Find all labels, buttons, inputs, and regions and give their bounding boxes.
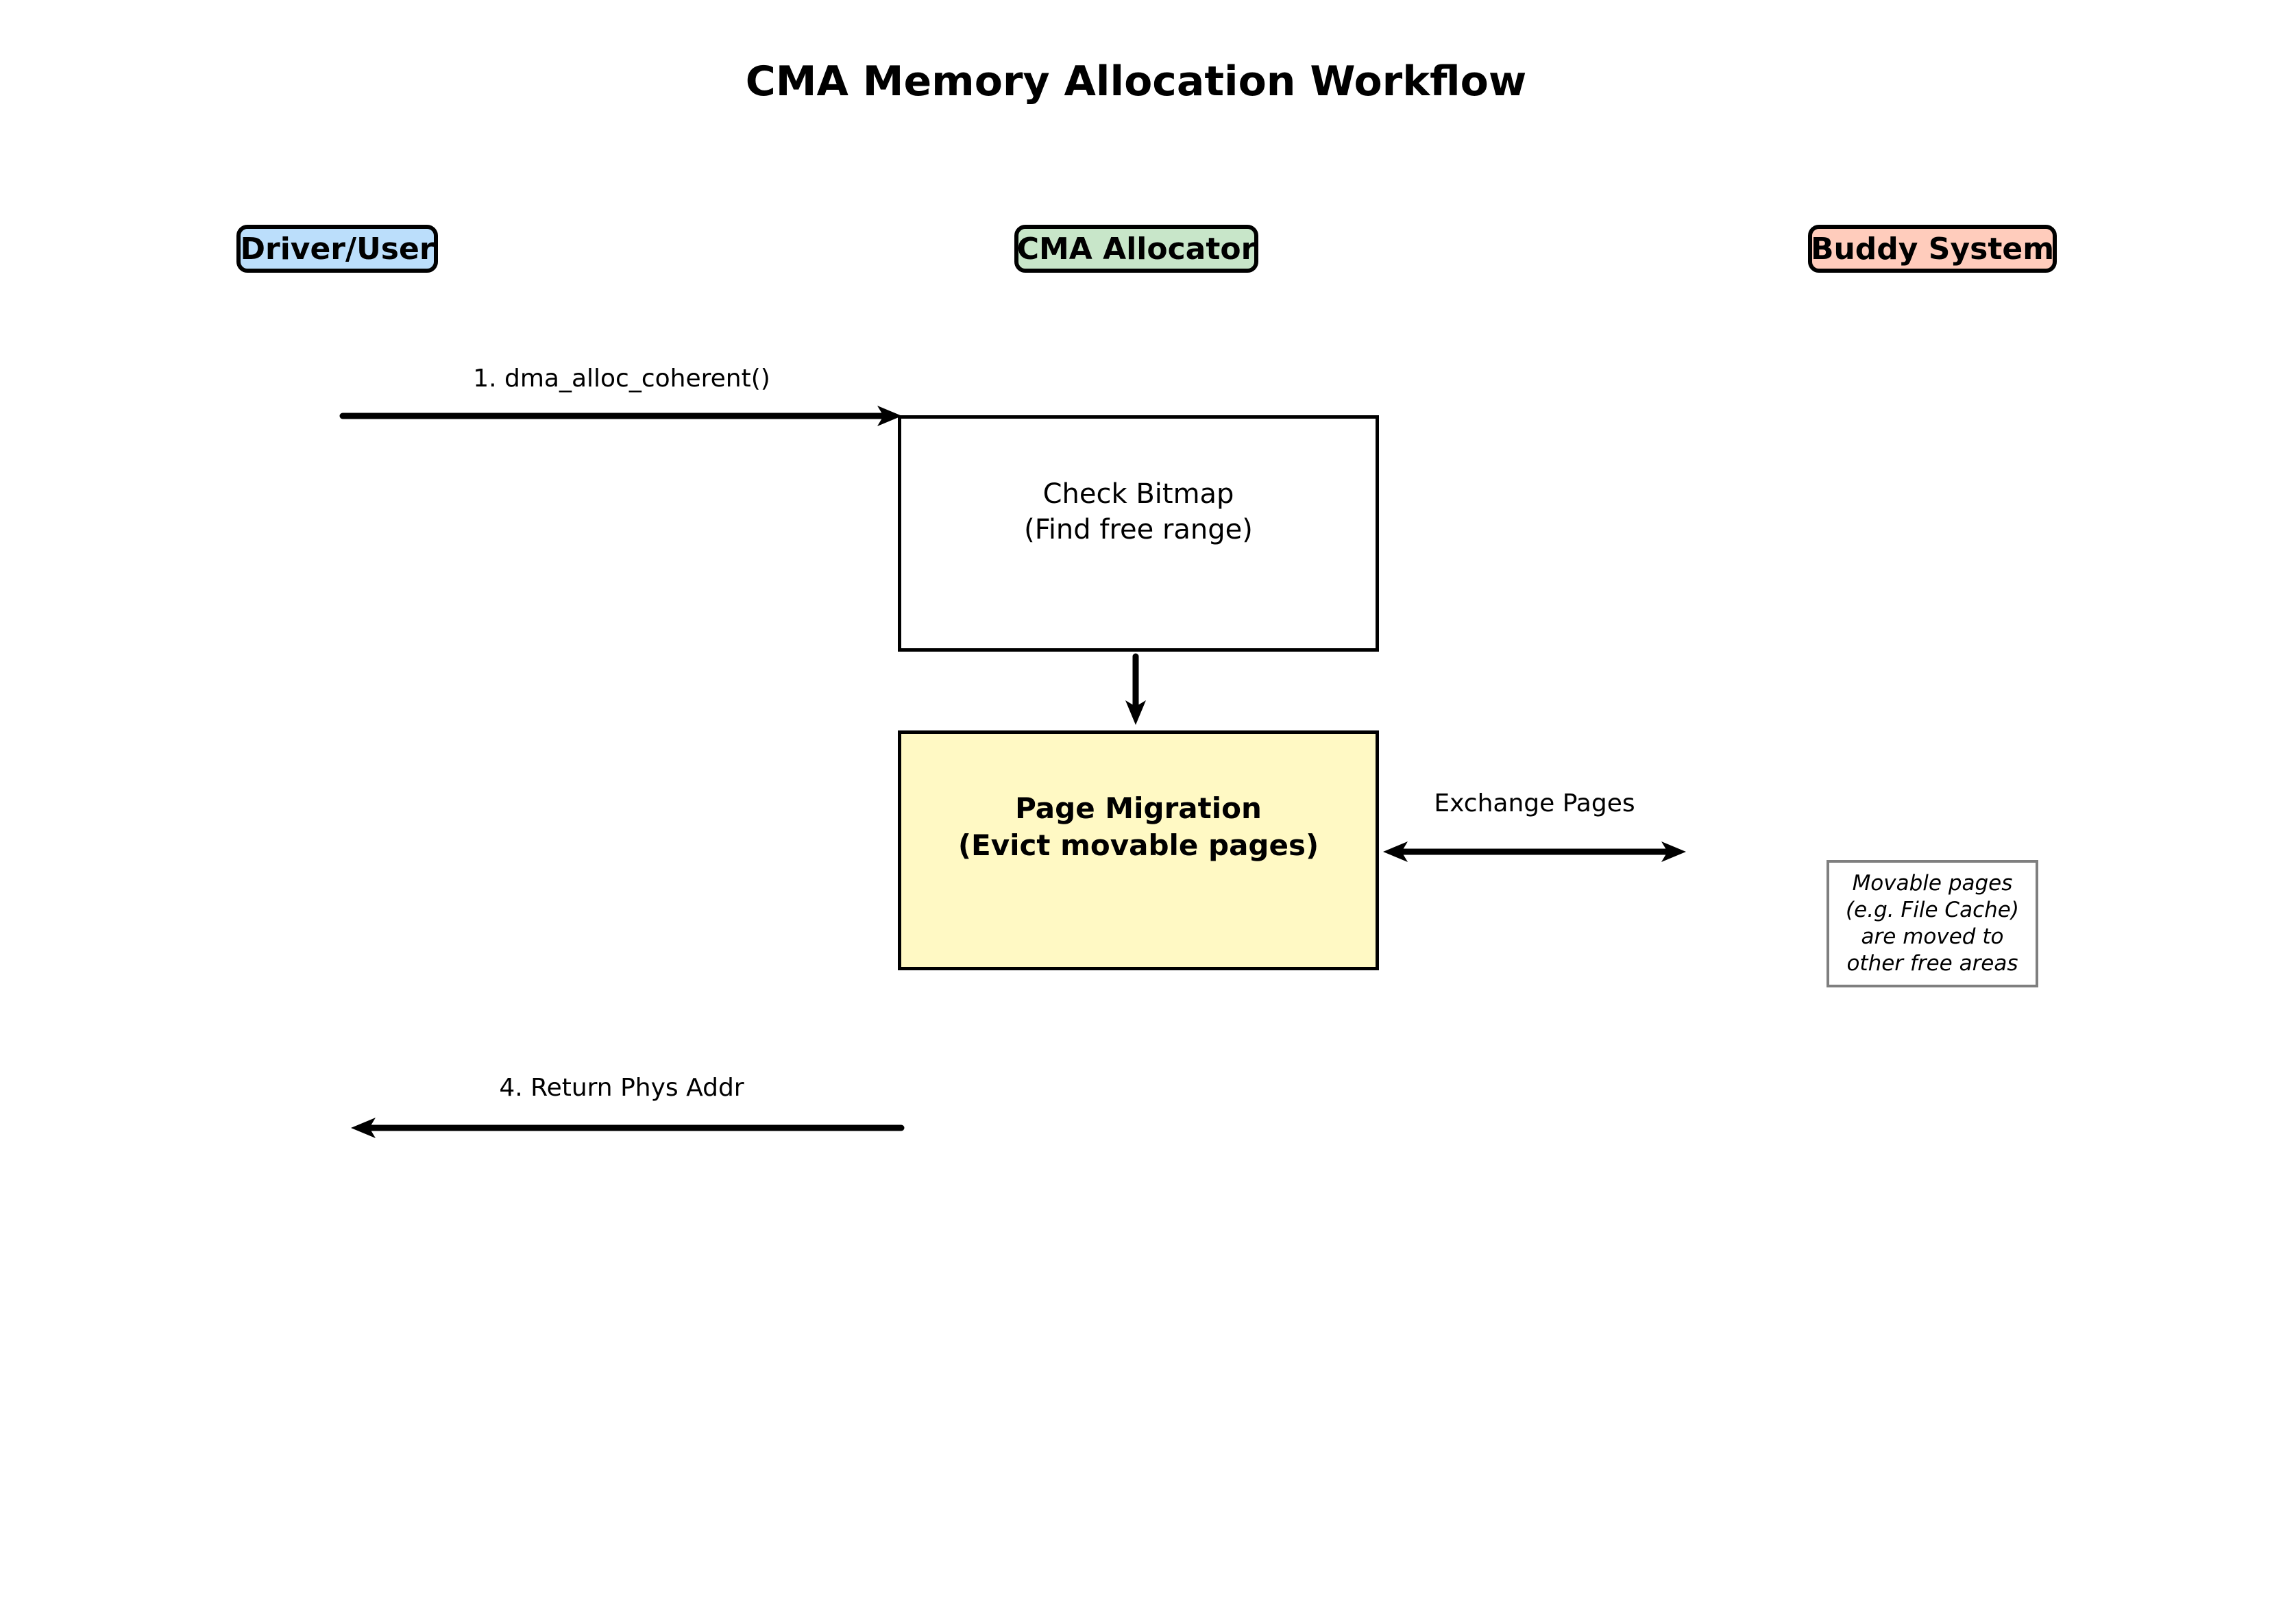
actor-label-cma-allocator: CMA Allocator — [1016, 231, 1256, 267]
buddy-note-line1: Movable pages — [1852, 871, 2013, 896]
buddy-note-line4: other free areas — [1846, 951, 2018, 976]
exchange-arrow-label: Exchange Pages — [1434, 789, 1635, 817]
buddy-note-line2: (e.g. File Cache) — [1846, 898, 2019, 922]
actor-box-cma-allocator: CMA Allocator — [1014, 225, 1258, 273]
check-bitmap-line2: (Find free range) — [1024, 514, 1253, 545]
page-migration-line2: (Evict movable pages) — [957, 828, 1319, 862]
actor-label-buddy-system: Buddy System — [1810, 231, 2055, 267]
diagram-title: CMA Memory Allocation Workflow — [745, 58, 1527, 106]
actor-label-driver-user: Driver/User — [240, 231, 435, 267]
page-migration-box: Page Migration (Evict movable pages) — [898, 730, 1379, 970]
request-arrow-label: 1. dma_alloc_coherent() — [473, 365, 770, 393]
check-bitmap-line1: Check Bitmap — [1042, 478, 1234, 510]
return-arrow-label: 4. Return Phys Addr — [499, 1074, 744, 1102]
buddy-note-box: Movable pages (e.g. File Cache) are move… — [1827, 860, 2038, 987]
buddy-note-line3: are moved to — [1861, 924, 2004, 949]
page-migration-line1: Page Migration — [1015, 791, 1262, 825]
actor-box-driver-user: Driver/User — [236, 225, 438, 273]
actor-box-buddy-system: Buddy System — [1808, 225, 2057, 273]
check-bitmap-box: Check Bitmap (Find free range) — [898, 415, 1379, 652]
